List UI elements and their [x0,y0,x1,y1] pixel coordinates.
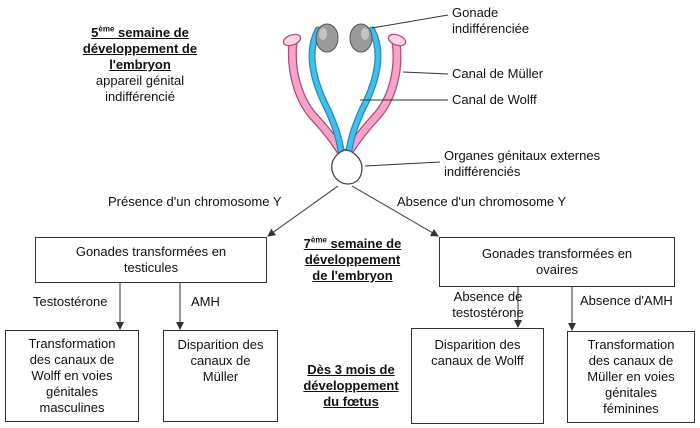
box-disparition-wolff: Disparition des canaux de Wolff [411,328,544,424]
label-gonade: Gonade indifférenciée [452,5,530,36]
gonad-left [315,23,339,53]
week7-title-line1: 7ème semaine de [303,235,402,251]
week7-heading: 7ème semaine de développement de l'embry… [290,236,415,284]
week7-title-line2: développement [304,252,401,267]
label-amh: AMH [191,294,220,309]
box-transformation-wolff: Transformation des canaux de Wolff en vo… [5,330,139,422]
box-testicules: Gonades transformées en testicules [35,237,267,283]
label-absence-amh: Absence d'AMH [580,293,673,308]
arrow-to-testicules [267,185,339,237]
week5-heading: 5ème semaine de développement de l'embry… [50,25,230,105]
box-transformation-muller: Transformation des canaux de Müller en v… [567,331,695,423]
box-ovaires: Gonades transformées en ovaires [439,237,675,287]
label-organes-externes: Organes génitaux externes indifférenciés [444,148,601,179]
gonad-right [349,23,373,53]
week5-title-line2: développement de [82,41,198,56]
month3-heading: Dès 3 mois de développement du fœtus [303,362,399,409]
label-canal-muller: Canal de Müller [452,66,544,81]
embryo-genital-apparatus-illustration [282,23,407,185]
label-absence-testosterone: Absence de testostérone [452,289,524,320]
week5-title-line3: l'embryon [109,57,171,72]
week5-subtitle-line1: appareil génital [95,73,185,88]
pointer-lines [360,14,449,167]
label-absence-y: Absence d'un chromosome Y [397,194,567,209]
week5-subtitle-line2: indifférencié [105,89,175,104]
box-disparition-muller: Disparition des canaux de Müller [163,330,278,422]
arrow-to-ovaires [351,185,439,237]
label-presence-y: Présence d'un chromosome Y [108,194,282,209]
week5-title-line1: 5ème semaine de [91,24,189,40]
external-organs-sinus [331,149,363,185]
label-canal-wolff: Canal de Wolff [452,92,537,107]
label-testosterone: Testostérone [33,294,108,309]
week7-title-line3: de l'embryon [312,268,393,283]
